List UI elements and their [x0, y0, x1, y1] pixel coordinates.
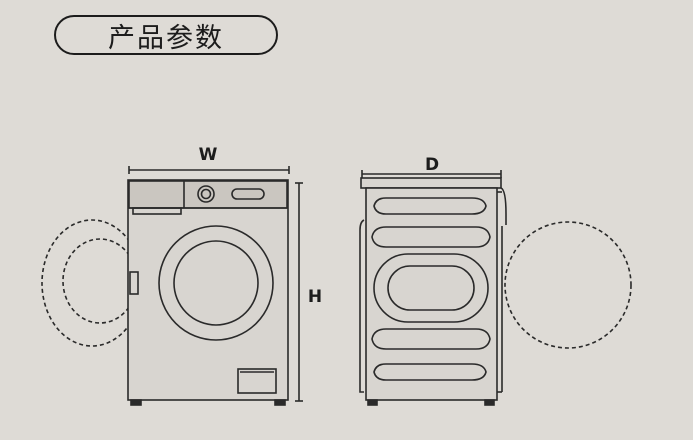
front-view [41, 166, 303, 406]
title-pill: 产品参数 [54, 15, 278, 55]
side-ribs [371, 197, 491, 381]
door-outer [158, 225, 274, 341]
foot [367, 399, 378, 406]
door-swing-arc-side [504, 221, 632, 349]
foot [130, 399, 142, 406]
filter-cover [237, 368, 277, 394]
width-label: W [199, 145, 218, 165]
side-view [359, 170, 632, 406]
side-top-lid [360, 177, 502, 189]
page-title: 产品参数 [108, 22, 224, 54]
depth-label: D [425, 155, 439, 175]
side-back-panel [359, 219, 365, 393]
side-door-profile [500, 187, 507, 225]
foot [484, 399, 495, 406]
front-machine-body [127, 179, 289, 401]
door-swing-arc-front [41, 219, 143, 347]
detergent-drawer [132, 207, 182, 215]
foot [274, 399, 286, 406]
door-hinge [129, 271, 139, 295]
display-panel [231, 188, 265, 200]
height-label: H [308, 287, 322, 307]
door-glass [173, 240, 259, 326]
side-machine-body [365, 187, 498, 401]
control-knob [197, 185, 215, 203]
side-center-oval-outer [373, 253, 489, 323]
side-center-oval-inner [387, 265, 475, 311]
